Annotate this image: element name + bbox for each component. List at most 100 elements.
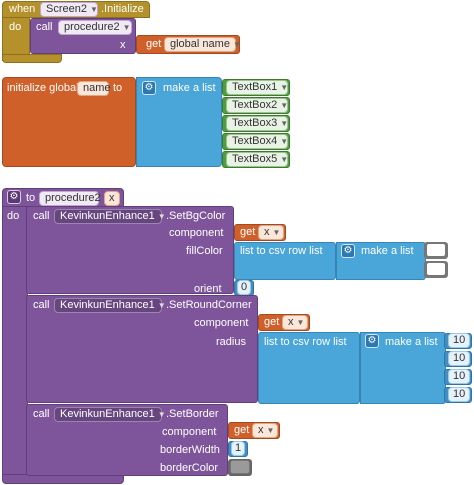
component-dropdown[interactable]: KevinkunEnhance1▼ xyxy=(54,209,166,224)
procedure-name-field[interactable]: procedure2 xyxy=(39,191,101,206)
chevron-down-icon: ▼ xyxy=(89,5,98,14)
call-setborder-block[interactable] xyxy=(26,404,228,476)
call-setbgcolor-block[interactable] xyxy=(26,206,234,294)
chevron-down-icon: ▼ xyxy=(280,119,289,128)
chevron-down-icon: ▼ xyxy=(157,301,166,310)
call-label: call xyxy=(33,299,50,311)
make-a-list-block[interactable] xyxy=(136,77,222,167)
gear-icon[interactable]: ⚙ xyxy=(7,190,21,204)
textbox2-dropdown[interactable]: TextBox2▼ xyxy=(226,98,288,113)
procedure-body-rail xyxy=(2,206,28,476)
textbox3-label: TextBox3 xyxy=(232,117,278,129)
param-x-field[interactable]: x xyxy=(104,191,120,206)
chevron-down-icon: ▼ xyxy=(122,23,131,32)
procedure-dropdown[interactable]: procedure2▼ xyxy=(58,20,132,35)
chevron-down-icon: ▼ xyxy=(280,101,289,110)
event-name: .Initialize xyxy=(101,3,144,15)
color-swatch-white[interactable] xyxy=(426,262,446,276)
orient-number-field[interactable]: 0 xyxy=(237,280,251,295)
var-x-dropdown-label: x xyxy=(264,226,270,238)
make-a-list-label: make a list xyxy=(361,245,414,257)
component-dropdown[interactable]: KevinkunEnhance1▼ xyxy=(54,407,166,422)
number-field[interactable]: 10 xyxy=(448,333,470,348)
border-width-field[interactable]: 1 xyxy=(231,441,245,456)
event-block-body xyxy=(2,17,30,61)
var-x-dropdown-label: x xyxy=(258,424,264,436)
global-var-dropdown[interactable]: global name▼ xyxy=(164,37,241,52)
gear-icon[interactable]: ⚙ xyxy=(341,244,355,258)
when-label: when xyxy=(9,3,36,15)
param-component-label: component xyxy=(194,317,249,329)
initialize-global-label: initialize global xyxy=(7,82,79,94)
number-field[interactable]: 10 xyxy=(448,369,470,384)
color-swatch-white[interactable] xyxy=(426,243,446,257)
var-x-dropdown[interactable]: x▼ xyxy=(258,225,284,240)
list-to-csv-row-label: list to csv row list xyxy=(264,336,347,348)
chevron-down-icon: ▼ xyxy=(280,155,289,164)
chevron-down-icon: ▼ xyxy=(272,228,281,237)
screen-dropdown[interactable]: Screen2▼ xyxy=(40,2,98,17)
chevron-down-icon: ▼ xyxy=(280,83,289,92)
call-setroundcorner-block[interactable] xyxy=(26,295,258,403)
textbox1-dropdown[interactable]: TextBox1▼ xyxy=(226,80,288,95)
make-a-list-label: make a list xyxy=(163,82,216,94)
param-fillcolor-label: fillColor xyxy=(186,245,223,257)
textbox5-dropdown[interactable]: TextBox5▼ xyxy=(226,152,288,167)
to-label: to xyxy=(26,192,36,204)
component-dropdown-label: KevinkunEnhance1 xyxy=(60,299,155,311)
get-label: get xyxy=(146,38,162,50)
gear-icon[interactable]: ⚙ xyxy=(365,334,379,348)
chevron-down-icon: ▼ xyxy=(280,137,289,146)
global-var-dropdown-label: global name xyxy=(170,38,230,50)
list-to-csv-row-label: list to csv row list xyxy=(240,245,323,257)
param-component-label: component xyxy=(162,426,217,438)
arg-x-label: x xyxy=(120,39,126,51)
chevron-down-icon: ▼ xyxy=(232,40,241,49)
color-swatch-gray[interactable] xyxy=(230,460,250,474)
chevron-down-icon: ▼ xyxy=(296,318,305,327)
var-x-dropdown[interactable]: x▼ xyxy=(282,315,308,330)
component-dropdown[interactable]: KevinkunEnhance1▼ xyxy=(54,298,166,313)
textbox4-dropdown[interactable]: TextBox4▼ xyxy=(226,134,288,149)
get-label: get xyxy=(264,316,280,328)
get-label: get xyxy=(240,226,256,238)
list-to-csv-row-block[interactable] xyxy=(258,332,360,404)
make-a-list-label: make a list xyxy=(385,336,438,348)
var-x-dropdown-label: x xyxy=(288,316,294,328)
screen-dropdown-label: Screen2 xyxy=(46,3,87,15)
param-component-label: component xyxy=(169,227,224,239)
param-radius-label: radius xyxy=(216,336,246,348)
chevron-down-icon: ▼ xyxy=(157,212,166,221)
event-block-footer xyxy=(2,54,62,63)
textbox5-label: TextBox5 xyxy=(232,153,278,165)
param-bordercolor-label: borderColor xyxy=(160,462,219,474)
textbox2-label: TextBox2 xyxy=(232,99,278,111)
method-name: .SetBgColor xyxy=(166,210,226,222)
number-field[interactable]: 10 xyxy=(448,351,470,366)
component-dropdown-label: KevinkunEnhance1 xyxy=(60,408,155,420)
chevron-down-icon: ▼ xyxy=(266,426,275,435)
component-dropdown-label: KevinkunEnhance1 xyxy=(60,210,155,222)
textbox4-label: TextBox4 xyxy=(232,135,278,147)
method-name: .SetRoundCorner xyxy=(166,299,252,311)
number-field[interactable]: 10 xyxy=(448,387,470,402)
to-label: to xyxy=(113,82,123,94)
call-label: call xyxy=(33,408,50,420)
gear-icon[interactable]: ⚙ xyxy=(142,81,156,95)
do-label: do xyxy=(7,210,20,222)
chevron-down-icon: ▼ xyxy=(157,410,166,419)
call-label: call xyxy=(36,21,53,33)
method-name: .SetBorder xyxy=(166,408,219,420)
get-label: get xyxy=(234,424,250,436)
procedure-dropdown-label: procedure2 xyxy=(64,21,120,33)
list-to-csv-row-block[interactable] xyxy=(234,242,336,280)
textbox3-dropdown[interactable]: TextBox3▼ xyxy=(226,116,288,131)
global-var-name-field[interactable]: name xyxy=(77,81,111,96)
do-label: do xyxy=(9,21,22,33)
textbox1-label: TextBox1 xyxy=(232,81,278,93)
call-label: call xyxy=(33,210,50,222)
param-borderwidth-label: borderWidth xyxy=(160,444,220,456)
var-x-dropdown[interactable]: x▼ xyxy=(252,423,278,438)
param-orient-label: orient xyxy=(194,283,222,295)
initialize-global-block[interactable] xyxy=(2,77,136,167)
